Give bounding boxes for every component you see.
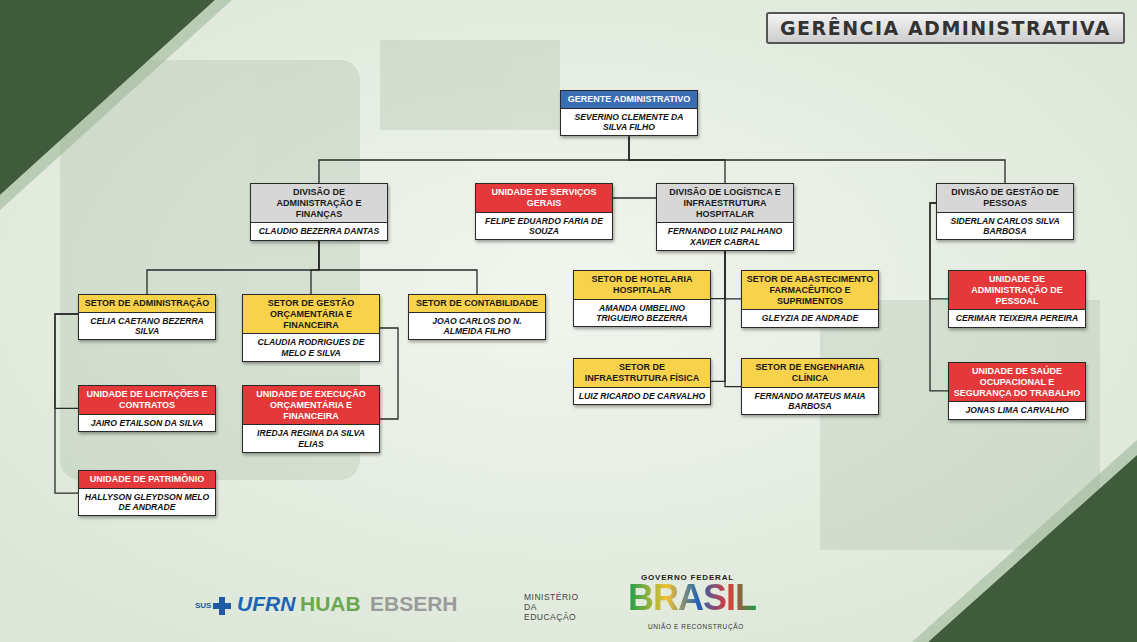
- logo-text: BRASIL: [628, 580, 756, 616]
- box-heading: UNIDADE DE ADMINISTRAÇÃO DE PESSOAL: [949, 271, 1085, 309]
- person-name: SEVERINO CLEMENTE DA SILVA FILHO: [561, 108, 697, 136]
- org-box: SETOR DE HOTELARIA HOSPITALARAMANDA UMBE…: [573, 270, 711, 327]
- connector-line: [725, 251, 741, 299]
- logo-text: UNIÃO E RECONSTRUÇÃO: [648, 623, 744, 630]
- box-heading: SETOR DE ABASTECIMENTO FARMACÊUTICO E SU…: [742, 271, 878, 309]
- org-box: SETOR DE GESTÃO ORÇAMENTÁRIA E FINANCEIR…: [242, 294, 380, 362]
- person-name: JAIRO ETAILSON DA SILVA: [79, 414, 215, 431]
- box-heading: SETOR DE ADMINISTRAÇÃO: [79, 295, 215, 312]
- connector-line: [711, 251, 725, 299]
- logo-text: SUS: [195, 601, 211, 610]
- connector-line: [55, 314, 78, 408]
- box-heading: DIVISÃO DE LOGÍSTICA E INFRAESTRUTURA HO…: [657, 184, 793, 222]
- connector-line: [55, 314, 78, 493]
- org-box: UNIDADE DE ADMINISTRAÇÃO DE PESSOALCERIM…: [948, 270, 1086, 328]
- box-heading: SETOR DE HOTELARIA HOSPITALAR: [574, 271, 710, 299]
- connector-line: [711, 251, 725, 381]
- person-name: CELIA CAETANO BEZERRA SILVA: [79, 312, 215, 340]
- box-heading: DIVISÃO DE GESTÃO DE PESSOAS: [937, 184, 1073, 212]
- box-heading: SETOR DE ENGENHARIA CLÍNICA: [742, 359, 878, 387]
- connector-line: [319, 241, 477, 294]
- connector-line: [613, 197, 656, 198]
- corner-band: [912, 440, 1137, 642]
- connector-line: [311, 241, 319, 294]
- corner-band: [0, 0, 232, 210]
- logo-text: UFRN: [237, 592, 295, 616]
- org-box: SETOR DE CONTABILIDADEJOAO CARLOS DO N. …: [408, 294, 546, 340]
- org-box: SETOR DE ABASTECIMENTO FARMACÊUTICO E SU…: [741, 270, 879, 328]
- org-box: GERENTE ADMINISTRATIVOSEVERINO CLEMENTE …: [560, 90, 698, 136]
- person-name: FELIPE EDUARDO FARIA DE SOUZA: [476, 212, 612, 240]
- org-box: SETOR DE INFRAESTRUTURA FÍSICALUIZ RICAR…: [573, 358, 711, 405]
- box-heading: UNIDADE DE SERVIÇOS GERAIS: [476, 184, 612, 212]
- connector-line: [380, 328, 398, 419]
- box-heading: SETOR DE CONTABILIDADE: [409, 295, 545, 312]
- org-box: UNIDADE DE LICITAÇÕES E CONTRATOSJAIRO E…: [78, 385, 216, 432]
- org-box: DIVISÃO DE ADMINISTRAÇÃO E FINANÇASCLAUD…: [250, 183, 388, 241]
- sus-cross: [213, 597, 231, 615]
- person-name: CLAUDIO BEZERRA DANTAS: [251, 222, 387, 239]
- org-box: DIVISÃO DE LOGÍSTICA E INFRAESTRUTURA HO…: [656, 183, 794, 251]
- person-name: JONAS LIMA CARVALHO: [949, 401, 1085, 418]
- connector-line: [147, 241, 319, 294]
- connector-line: [319, 136, 629, 183]
- person-name: SIDERLAN CARLOS SILVA BARBOSA: [937, 212, 1073, 240]
- box-heading: SETOR DE GESTÃO ORÇAMENTÁRIA E FINANCEIR…: [243, 295, 379, 333]
- logo-text: EBSERH: [370, 592, 458, 616]
- box-heading: UNIDADE DE SAÚDE OCUPACIONAL E SEGURANÇA…: [949, 363, 1085, 401]
- org-box: UNIDADE DE EXECUÇÃO ORÇAMENTÁRIA E FINAN…: [242, 385, 380, 453]
- person-name: AMANDA UMBELINO TRIGUEIRO BEZERRA: [574, 299, 710, 327]
- person-name: CLAUDIA RODRIGUES DE MELO E SILVA: [243, 333, 379, 361]
- connector-line: [629, 136, 1005, 183]
- org-box: SETOR DE ENGENHARIA CLÍNICAFERNANDO MATE…: [741, 358, 879, 415]
- box-heading: DIVISÃO DE ADMINISTRAÇÃO E FINANÇAS: [251, 184, 387, 222]
- building-watermark: [60, 40, 1100, 550]
- box-heading: SETOR DE INFRAESTRUTURA FÍSICA: [574, 359, 710, 387]
- org-box: UNIDADE DE SAÚDE OCUPACIONAL E SEGURANÇA…: [948, 362, 1086, 420]
- person-name: CERIMAR TEIXEIRA PEREIRA: [949, 309, 1085, 326]
- person-name: FERNANDO MATEUS MAIA BARBOSA: [742, 387, 878, 415]
- person-name: FERNANDO LUIZ PALHANO XAVIER CABRAL: [657, 222, 793, 250]
- org-box: SETOR DE ADMINISTRAÇÃOCELIA CAETANO BEZE…: [78, 294, 216, 340]
- page-title: GERÊNCIA ADMINISTRATIVA: [766, 12, 1125, 44]
- person-name: GLEYZIA DE ANDRADE: [742, 309, 878, 326]
- box-heading: GERENTE ADMINISTRATIVO: [561, 91, 697, 108]
- logo-text: MINISTÉRIO DA EDUCAÇÃO: [524, 592, 588, 623]
- box-heading: UNIDADE DE EXECUÇÃO ORÇAMENTÁRIA E FINAN…: [243, 386, 379, 424]
- connector-line: [725, 251, 741, 387]
- person-name: JOAO CARLOS DO N. ALMEIDA FILHO: [409, 312, 545, 340]
- box-heading: UNIDADE DE PATRIMÔNIO: [79, 471, 215, 488]
- person-name: IREDJA REGINA DA SILVA ELIAS: [243, 424, 379, 452]
- person-name: HALLYSON GLEYDSON MELO DE ANDRADE: [79, 488, 215, 516]
- person-name: LUIZ RICARDO DE CARVALHO: [574, 387, 710, 404]
- org-box: UNIDADE DE PATRIMÔNIOHALLYSON GLEYDSON M…: [78, 470, 216, 516]
- org-box: DIVISÃO DE GESTÃO DE PESSOASSIDERLAN CAR…: [936, 183, 1074, 240]
- logo-text: HUAB: [300, 592, 361, 616]
- box-heading: UNIDADE DE LICITAÇÕES E CONTRATOS: [79, 386, 215, 414]
- org-box: UNIDADE DE SERVIÇOS GERAISFELIPE EDUARDO…: [475, 183, 613, 240]
